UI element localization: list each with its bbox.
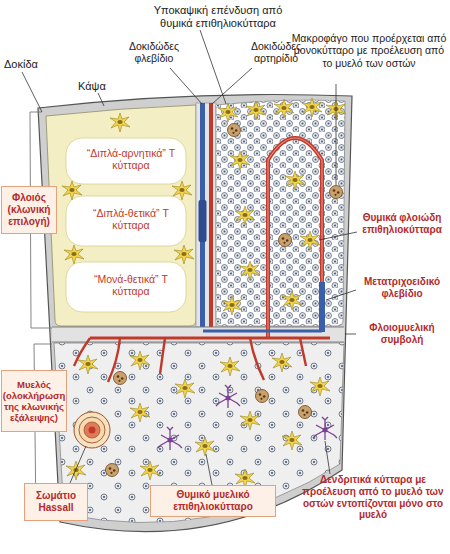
lobule-capsule [38,95,352,532]
annotation-label: Υποκαψική επένδυση από θυμικά επιθηλιοκύ… [142,4,294,30]
epithelial-cell [130,403,150,422]
medullary-epithelial-box: Θυμικό μυελικό επιθηλιοκύτταρο [150,485,276,517]
t-cell-band [66,262,186,312]
epithelial-cell [285,171,305,190]
node-text: Φλοιός (κλωνική επιλογή) [4,192,54,227]
epithelial-cell [172,181,192,200]
epithelial-cell [282,431,302,450]
annotation-label: Φλοιομυελική συμβολή [355,322,449,346]
epithelial-cell [230,151,250,170]
epithelial-cell [174,245,194,264]
dendritic-cell [216,385,240,408]
t-cell-band [66,196,186,246]
epithelial-cell [246,101,266,120]
epithelial-cell [222,296,242,315]
dendritic-cell [313,417,337,440]
t-cell-band [66,138,186,184]
macrophage [256,390,269,403]
macrophage [299,406,312,419]
annotation-label: Θυμικά φλοιώδη επιθηλιοκύτταρα [355,212,449,236]
venule [203,330,322,333]
epithelial-cell [64,245,84,264]
cortex-panel [46,105,196,326]
epithelial-cell [175,379,195,398]
thymocytes [216,100,345,326]
epithelial-cell [195,437,215,456]
annotation-label: Κάψα [78,80,118,93]
cortex-box: Φλοιός (κλωνική επιλογή) [1,186,57,234]
epithelial-cell [310,377,330,396]
hassall-corpuscle [89,427,96,434]
hassall-corpuscle [74,412,110,448]
hassall-box: Σωμάτιο Hassall [24,483,88,521]
arteriole [90,337,330,340]
hassall-corpuscle [84,422,100,438]
macrophage [106,464,119,477]
node-text: Θυμικό μυελικό επιθηλιοκύτταρο [153,489,273,513]
epithelial-cell [272,353,292,372]
dendritic-cell [158,427,182,450]
macrophage [330,186,343,199]
epithelial-cell [235,206,255,225]
macrophage [279,234,292,247]
epithelial-cell [62,181,82,200]
epithelial-cell [240,261,260,280]
thymocytes [54,343,344,523]
epithelial-cell [130,351,150,370]
node-text: Σωμάτιο Hassall [27,490,85,514]
macrophage [228,124,241,137]
annotation-label: Δοκίδα [4,58,50,71]
epithelial-cell [218,103,238,122]
annotation-label: Μετατριχοειδικό φλεβίδιο [355,276,449,300]
annotation-label: Δενδριτικά κύτταρα με προέλευση από το μ… [296,474,450,521]
annotation-label: Δοκιδώδες φλεβίδιο [118,40,190,65]
annotation-label: “Διπλά-θετικά” T κύτταρα [76,207,186,232]
epithelial-cell [110,113,130,132]
epithelial-cell [66,461,86,480]
node-text: Μυελός (ολοκλήρωση της κλωνικής εξάλειψη… [3,379,66,424]
trabecular-venule [199,200,207,242]
junction-line [52,327,344,328]
hassall-corpuscle [79,417,105,443]
trabecular-arteriole [209,103,213,339]
arteriole-branch [74,338,306,382]
capillary-loop [268,138,322,338]
postcapillary-venule [319,282,325,332]
cortex-region [216,100,345,326]
medulla-box: Μυελός (ολοκλήρωση της κλωνικής εξάλειψη… [1,370,67,432]
leader-line [22,30,357,485]
epithelial-cell [300,231,320,250]
epithelial-cell [140,461,160,480]
epithelial-cell [274,99,294,118]
macrophage [114,372,127,385]
epithelial-cell [282,291,302,310]
capillary-loop [268,138,322,338]
annotation-label: “Διπλά-αρνητικά” T κύτταρα [76,147,186,172]
medulla-region [54,343,344,523]
epithelial-cell [78,355,98,374]
annotation-label: Μακροφάγο που προέρχεται από μονοκύτταρο… [290,32,448,69]
annotation-label: “Μονά-θετικά” T κύτταρα [76,273,186,298]
epithelial-cell [220,357,240,376]
epithelial-cell [302,98,322,117]
epithelial-cell [240,411,260,430]
